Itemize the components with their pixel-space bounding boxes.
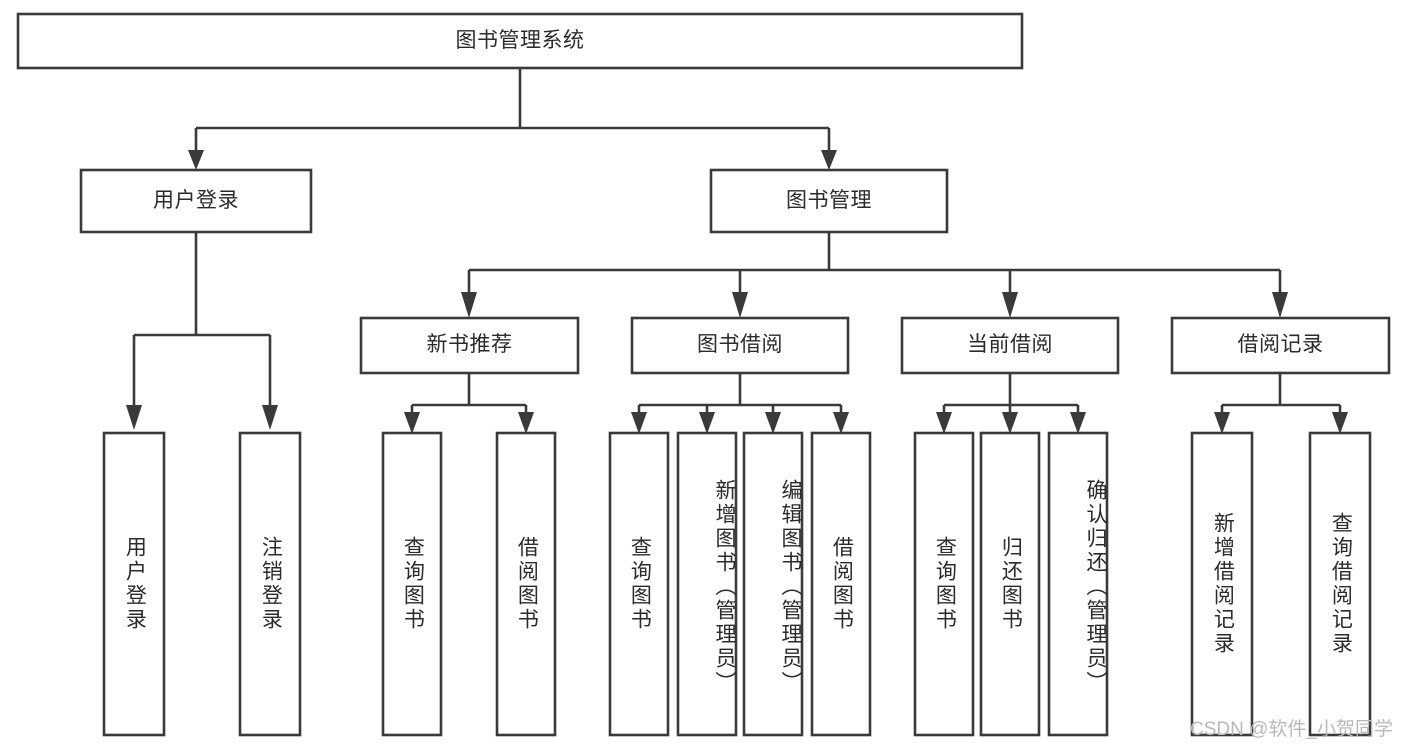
node-box-leaf-confirm-return[interactable] bbox=[1047, 431, 1109, 737]
node-box-leaf-add-record[interactable] bbox=[1190, 431, 1254, 737]
node-box-leaf-borrow-book-1[interactable] bbox=[495, 431, 557, 737]
node-box-current-borrow[interactable] bbox=[900, 316, 1120, 375]
arrow-to-book-borrow bbox=[732, 292, 748, 318]
arrow-to-leaf-query-record bbox=[1332, 412, 1348, 434]
connector-group-root bbox=[188, 68, 837, 170]
node-box-user-login[interactable] bbox=[79, 168, 313, 234]
arrow-to-leaf-add-book bbox=[699, 412, 715, 434]
node-box-leaf-borrow-book-2[interactable] bbox=[810, 431, 872, 737]
arrow-to-leaf-confirm-return bbox=[1070, 412, 1086, 434]
arrow-to-borrow-record bbox=[1272, 292, 1288, 318]
node-box-new-book-recommend[interactable] bbox=[359, 316, 580, 375]
arrow-to-leaf-edit-book bbox=[765, 412, 781, 434]
connector-group-book-borrow bbox=[631, 373, 849, 434]
connector-group-new-book-recommend bbox=[404, 373, 534, 434]
arrow-to-leaf-query-book-3 bbox=[936, 412, 952, 434]
arrow-to-current-borrow bbox=[1002, 292, 1018, 318]
node-box-book-borrow[interactable] bbox=[630, 316, 850, 375]
arrow-to-leaf-return-book bbox=[1002, 412, 1018, 434]
node-box-root[interactable] bbox=[16, 12, 1024, 70]
node-box-leaf-logout[interactable] bbox=[238, 431, 302, 737]
arrow-to-leaf-borrow-book-1 bbox=[518, 412, 534, 434]
node-box-leaf-user-login[interactable] bbox=[102, 431, 166, 737]
arrow-to-leaf-query-book-2 bbox=[631, 412, 647, 434]
connector-group-borrow-record bbox=[1214, 373, 1348, 434]
arrow-to-leaf-borrow-book-2 bbox=[833, 412, 849, 434]
arrow-to-user-login bbox=[188, 150, 204, 170]
arrow-to-leaf-add-record bbox=[1214, 412, 1230, 434]
node-box-borrow-record[interactable] bbox=[1170, 316, 1391, 375]
node-box-leaf-edit-book[interactable] bbox=[742, 431, 804, 737]
arrow-to-leaf-logout bbox=[262, 405, 278, 430]
arrow-to-leaf-query-book-1 bbox=[404, 412, 420, 434]
node-box-leaf-add-book[interactable] bbox=[676, 431, 738, 737]
arrow-to-book-manage bbox=[821, 150, 837, 170]
node-box-leaf-query-record[interactable] bbox=[1308, 431, 1372, 737]
arrow-to-new-book-recommend bbox=[461, 292, 477, 318]
node-box-leaf-query-book-2[interactable] bbox=[608, 431, 670, 737]
arrow-to-leaf-user-login bbox=[126, 405, 142, 430]
node-box-leaf-query-book-3[interactable] bbox=[913, 431, 975, 737]
node-box-book-manage[interactable] bbox=[709, 168, 949, 234]
connector-group-book-manage bbox=[461, 232, 1288, 318]
connector-group-user-login bbox=[126, 232, 278, 430]
connector-group-current-borrow bbox=[936, 373, 1086, 434]
node-box-leaf-query-book-1[interactable] bbox=[381, 431, 443, 737]
node-box-leaf-return-book[interactable] bbox=[979, 431, 1041, 737]
